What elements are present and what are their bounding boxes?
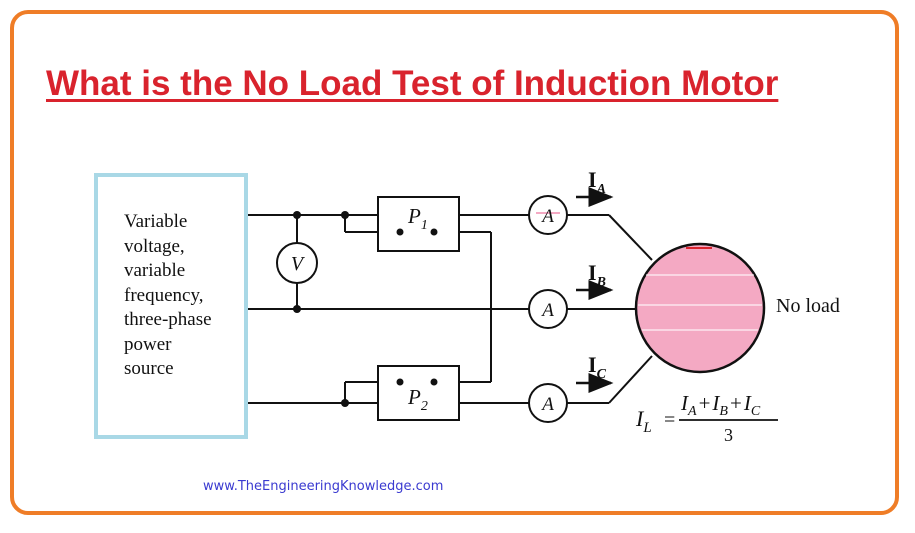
power-source-line: variable bbox=[124, 260, 186, 281]
current-ia-label: IA bbox=[588, 167, 606, 197]
svg-text:IL: IL bbox=[635, 406, 652, 436]
ammeter-c-label: A bbox=[540, 394, 554, 415]
power-source-line: Variable bbox=[124, 211, 188, 232]
ammeter-a-circle bbox=[528, 195, 568, 235]
page-frame bbox=[10, 10, 899, 515]
induction-motor bbox=[634, 242, 766, 374]
line-current-formula: IL = IA+IB+IC 3 bbox=[635, 391, 778, 445]
ammeter-b-circle bbox=[528, 289, 568, 329]
svg-text:=: = bbox=[664, 409, 675, 431]
website-credit: www.TheEngineeringKnowledge.com bbox=[203, 479, 444, 494]
svg-text:3: 3 bbox=[724, 425, 733, 445]
svg-text:IA+IB+IC: IA+IB+IC bbox=[680, 391, 761, 419]
current-ib-label: IB bbox=[588, 260, 606, 290]
power-source-line: frequency, bbox=[124, 284, 204, 306]
motor-shading bbox=[638, 274, 762, 331]
power-source-line: voltage, bbox=[124, 235, 185, 257]
wattmeter-p1-box bbox=[377, 196, 460, 252]
power-source-line: power bbox=[124, 333, 172, 355]
wattmeter-p2-label: P2 bbox=[407, 385, 428, 414]
wattmeter-p1-label: P1 bbox=[407, 204, 428, 233]
voltmeter-circle bbox=[276, 242, 318, 284]
motor-load-label: No load bbox=[776, 295, 840, 317]
power-source-line: source bbox=[124, 358, 174, 379]
current-arrows bbox=[576, 187, 614, 393]
wattmeter-p2-box bbox=[377, 365, 460, 421]
current-ic-label: IC bbox=[588, 352, 607, 382]
ammeter-c-circle bbox=[528, 383, 568, 423]
power-source-line: three-phase bbox=[124, 309, 212, 330]
page-title: What is the No Load Test of Induction Mo… bbox=[46, 64, 779, 103]
power-source-box bbox=[94, 173, 248, 439]
ammeter-b-label: A bbox=[540, 300, 554, 321]
power-source-label: Variable voltage, variable frequency, th… bbox=[124, 210, 244, 382]
voltmeter-label: V bbox=[291, 253, 306, 275]
ammeter-a-label: A bbox=[540, 206, 554, 227]
